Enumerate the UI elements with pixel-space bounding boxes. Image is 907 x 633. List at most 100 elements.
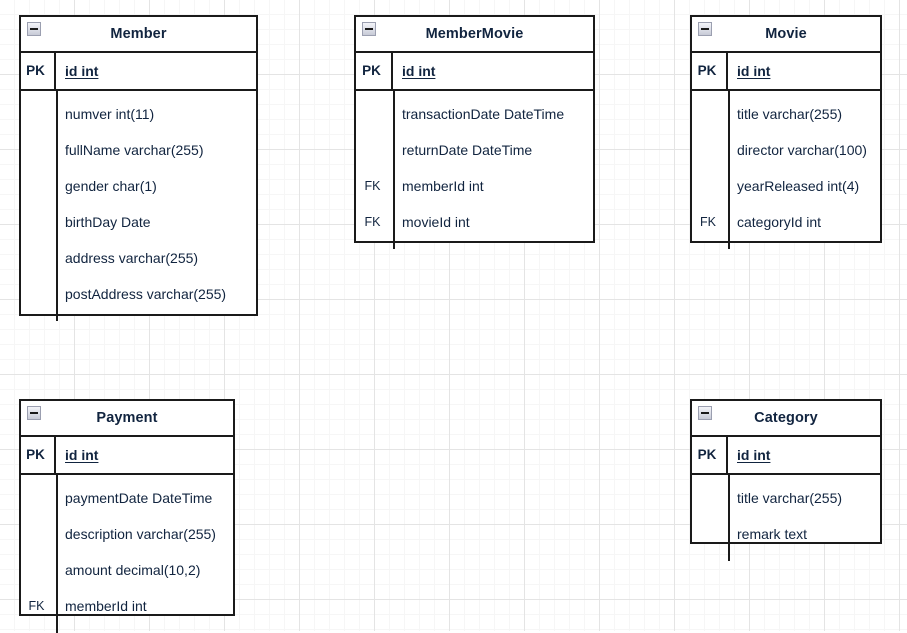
attribute-row[interactable]: fullName varchar(255)	[21, 132, 256, 168]
primary-key-row[interactable]: PK id int	[21, 53, 256, 89]
attribute-row[interactable]: birthDay Date	[21, 204, 256, 240]
attribute-row[interactable]: director varchar(100)	[692, 132, 880, 168]
primary-key-row[interactable]: PK id int	[21, 437, 233, 473]
field-name: numver int(11)	[65, 106, 155, 122]
field-name: transactionDate DateTime	[402, 106, 565, 122]
attributes-block: title varchar(255) director varchar(100) y…	[692, 91, 880, 249]
attributes-block: transactionDate DateTime returnDate DateT…	[356, 91, 593, 249]
field-name: id int	[65, 447, 99, 463]
entity-header: Member	[21, 17, 256, 53]
key-indicator-none	[21, 516, 56, 552]
field-name: fullName varchar(255)	[65, 142, 204, 158]
field-name: paymentDate DateTime	[65, 490, 213, 506]
collapse-minus-icon[interactable]	[27, 406, 41, 420]
key-indicator-none	[21, 204, 56, 240]
key-indicator-pk: PK	[356, 53, 393, 89]
entity-header: MemberMovie	[356, 17, 593, 53]
key-indicator-none	[21, 96, 56, 132]
primary-key-block: PK id int	[692, 53, 880, 91]
attribute-row[interactable]: title varchar(255)	[692, 480, 880, 516]
key-indicator-pk: PK	[692, 53, 728, 89]
attribute-row[interactable]: paymentDate DateTime	[21, 480, 233, 516]
primary-key-row[interactable]: PK id int	[692, 53, 880, 89]
field-name: title varchar(255)	[737, 106, 843, 122]
field-name: postAddress varchar(255)	[65, 286, 227, 302]
field-name: description varchar(255)	[65, 526, 216, 542]
key-indicator-fk: FK	[364, 179, 381, 193]
collapse-minus-icon[interactable]	[27, 22, 41, 36]
attribute-row[interactable]: yearReleased int(4)	[692, 168, 880, 204]
key-indicator-none	[356, 96, 393, 132]
primary-key-block: PK id int	[356, 53, 593, 91]
field-name: title varchar(255)	[737, 490, 843, 506]
field-name: id int	[402, 63, 436, 79]
attribute-row[interactable]: address varchar(255)	[21, 240, 256, 276]
attribute-row[interactable]: title varchar(255)	[692, 96, 880, 132]
field-name: categoryId int	[737, 214, 822, 230]
field-name: movieId int	[402, 214, 470, 230]
entity-title: Member	[110, 26, 167, 42]
key-indicator-none	[356, 132, 393, 168]
field-name: remark text	[737, 526, 808, 542]
primary-key-block: PK id int	[21, 437, 233, 475]
collapse-minus-icon[interactable]	[698, 22, 712, 36]
key-indicator-none	[21, 132, 56, 168]
entity-header: Movie	[692, 17, 880, 53]
attribute-row[interactable]: FK memberId int	[356, 168, 593, 204]
key-indicator-none	[692, 480, 728, 516]
entity-title: Payment	[96, 410, 158, 426]
primary-key-block: PK id int	[21, 53, 256, 91]
collapse-minus-icon[interactable]	[362, 22, 376, 36]
entity-title: Movie	[765, 26, 807, 42]
key-indicator-fk: FK	[700, 215, 716, 229]
attribute-row[interactable]: FK memberId int	[21, 588, 233, 624]
attribute-row[interactable]: transactionDate DateTime	[356, 96, 593, 132]
attribute-row[interactable]: gender char(1)	[21, 168, 256, 204]
key-indicator-fk: FK	[364, 215, 381, 229]
field-name: id int	[737, 63, 771, 79]
field-name: director varchar(100)	[737, 142, 867, 158]
key-indicator-none	[21, 240, 56, 276]
primary-key-row[interactable]: PK id int	[356, 53, 593, 89]
attribute-row[interactable]: FK movieId int	[356, 204, 593, 240]
attributes-block: paymentDate DateTime description varchar(…	[21, 475, 233, 633]
attribute-row[interactable]: amount decimal(10,2)	[21, 552, 233, 588]
key-indicator-none	[692, 168, 728, 204]
field-name: address varchar(255)	[65, 250, 199, 266]
field-name: amount decimal(10,2)	[65, 562, 201, 578]
field-name: id int	[737, 447, 771, 463]
field-name: memberId int	[402, 178, 484, 194]
key-indicator-fk: FK	[28, 599, 45, 613]
attribute-row[interactable]: remark text	[692, 516, 880, 552]
entity-title: MemberMovie	[425, 26, 524, 42]
key-indicator-none	[21, 552, 56, 588]
key-indicator-none	[692, 516, 728, 552]
key-indicator-none	[21, 480, 56, 516]
field-name: id int	[65, 63, 99, 79]
attribute-row[interactable]: FK categoryId int	[692, 204, 880, 240]
key-indicator-none	[692, 132, 728, 168]
field-name: memberId int	[65, 598, 147, 614]
field-name: birthDay Date	[65, 214, 151, 230]
attribute-row[interactable]: numver int(11)	[21, 96, 256, 132]
attribute-row[interactable]: description varchar(255)	[21, 516, 233, 552]
attributes-block: numver int(11) fullName varchar(255) gende…	[21, 91, 256, 321]
key-indicator-pk: PK	[21, 53, 56, 89]
attribute-row[interactable]: postAddress varchar(255)	[21, 276, 256, 312]
key-indicator-pk: PK	[692, 437, 728, 473]
primary-key-block: PK id int	[692, 437, 880, 475]
attribute-row[interactable]: returnDate DateTime	[356, 132, 593, 168]
key-indicator-pk: PK	[21, 437, 56, 473]
collapse-minus-icon[interactable]	[698, 406, 712, 420]
attributes-block: title varchar(255) remark text	[692, 475, 880, 561]
entity-header: Payment	[21, 401, 233, 437]
field-name: returnDate DateTime	[402, 142, 533, 158]
key-indicator-none	[21, 168, 56, 204]
key-indicator-none	[692, 96, 728, 132]
primary-key-row[interactable]: PK id int	[692, 437, 880, 473]
